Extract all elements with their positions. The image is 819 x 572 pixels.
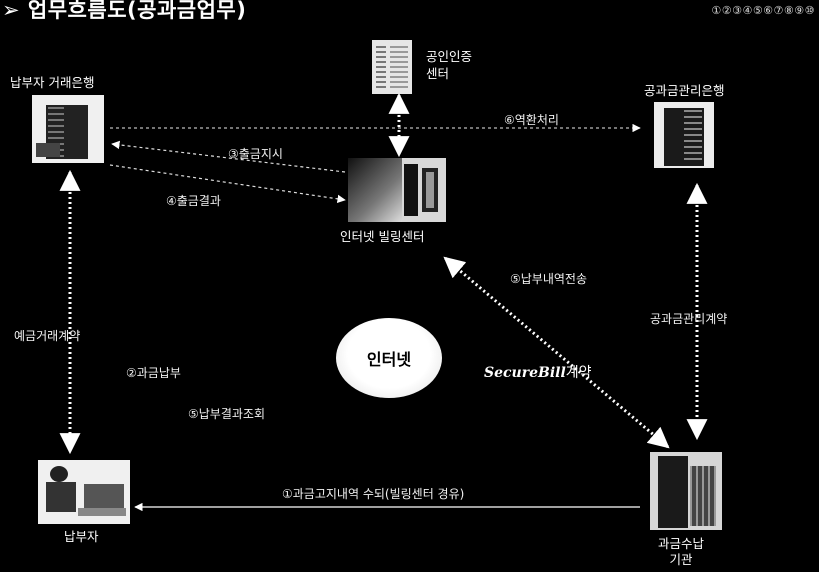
agency-icon bbox=[650, 452, 722, 530]
tax-bank-icon bbox=[654, 102, 714, 168]
billing-center-icon bbox=[348, 158, 446, 222]
tax-contract-label: 공과금관리계약 bbox=[650, 312, 728, 326]
arrow-icon: ➢ bbox=[2, 0, 28, 22]
taxpayer-bank-icon bbox=[32, 95, 104, 163]
step-numbers: ①②③④⑤⑥⑦⑧⑨⑩ bbox=[711, 4, 815, 17]
taxpayer-bank-label: 납부자 거래은행 bbox=[10, 75, 95, 90]
internet-ellipse: 인터넷 bbox=[336, 318, 442, 398]
agency-label: 과금수납 기관 bbox=[658, 536, 705, 567]
securebill-contract: 계약 bbox=[565, 365, 592, 381]
page-title-text: 업무흐름도(공과금업무) bbox=[27, 0, 247, 22]
internet-label: 인터넷 bbox=[366, 350, 412, 369]
step1-label: ①과금고지내역 수되(빌링센터 경유) bbox=[282, 487, 465, 501]
securebill-name: SecureBill bbox=[484, 365, 566, 381]
cert-center-label: 공인인증 센터 bbox=[426, 49, 473, 81]
taxpayer-label: 납부자 bbox=[64, 529, 99, 544]
billing-center-label: 인터넷 빌링센터 bbox=[340, 229, 425, 244]
step6-label: ⑥역환처리 bbox=[504, 113, 559, 127]
step5b-label: ⑤납부결과조회 bbox=[188, 407, 265, 421]
step2-label: ②과금납부 bbox=[126, 366, 181, 380]
step4-label: ④출금결과 bbox=[166, 194, 221, 208]
cert-center-icon bbox=[372, 36, 420, 94]
step5-line bbox=[443, 256, 670, 449]
taxpayer-icon bbox=[38, 460, 130, 524]
securebill-label: SecureBill계약 bbox=[484, 362, 592, 382]
page-title: ➢ 업무흐름도(공과금업무) bbox=[2, 0, 246, 24]
deposit-contract-label: 예금거래계약 bbox=[14, 329, 81, 343]
step3-label: ③출금지시 bbox=[228, 147, 283, 161]
tax-bank-label: 공과금관리은행 bbox=[644, 83, 725, 98]
step4-line bbox=[109, 164, 346, 204]
step5-label: ⑤납부내역전송 bbox=[510, 272, 587, 286]
